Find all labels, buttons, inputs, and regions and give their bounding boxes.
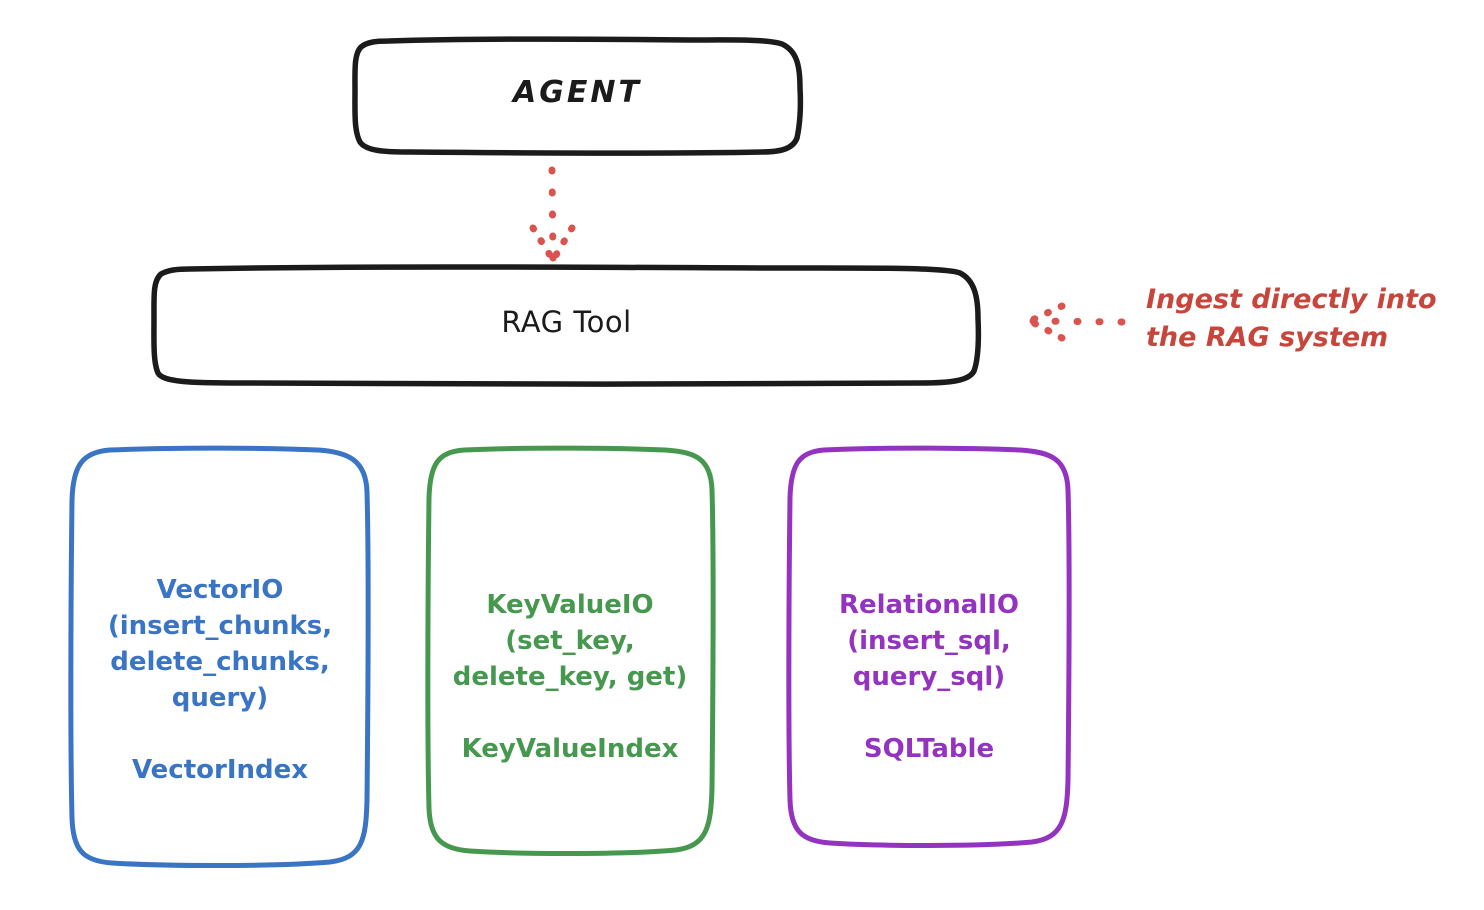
- node-relational-io[interactable]: [786, 445, 1072, 848]
- agent-rag-arrowhead-left: [529, 224, 557, 264]
- annotation-arrowhead-bottom: [1026, 317, 1066, 342]
- agent-box-outline: [352, 36, 804, 156]
- key-value-io-box-outline: [425, 445, 716, 856]
- node-vector-io[interactable]: [68, 445, 371, 868]
- node-key-value-io[interactable]: [425, 445, 716, 856]
- annotation-arrowhead-top: [1026, 302, 1066, 325]
- connector-agent-to-rag: [529, 166, 576, 264]
- connector-annotation-to-rag: [1026, 302, 1126, 342]
- agent-rag-dotted-line: [548, 166, 557, 262]
- vector-io-box-outline: [68, 445, 371, 868]
- annotation-dotted-line: [1028, 317, 1126, 326]
- relational-io-box-outline: [786, 445, 1072, 848]
- rag-tool-box-outline: [151, 264, 982, 387]
- node-agent[interactable]: [352, 36, 804, 156]
- agent-rag-arrowhead-right: [549, 224, 576, 264]
- node-rag-tool[interactable]: [151, 264, 982, 387]
